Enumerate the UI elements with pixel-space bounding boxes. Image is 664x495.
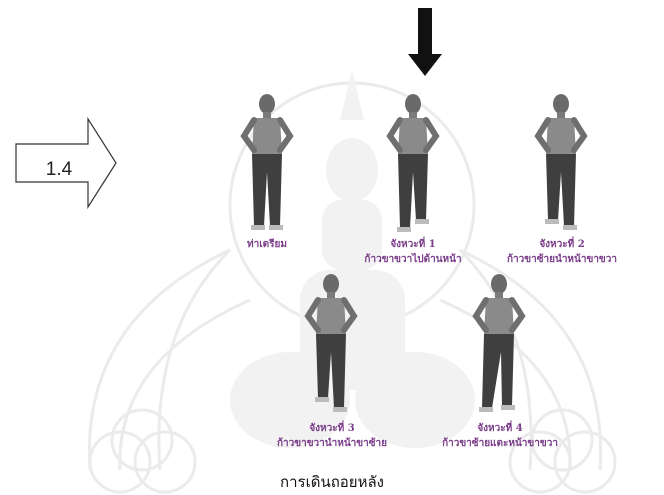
caption-step-3: จังหวะที่ 3 ก้าวขาขวานำหน้าขาซ้าย [274,421,390,451]
figure-step-4 [468,272,530,412]
standing-person-image [236,92,298,232]
caption-preparation: ท่าเตรียม [212,237,322,252]
page-title: การเดินถอยหลัง [0,470,664,494]
caption-step-1: จังหวะที่ 1 ก้าวขาขวาไปด้านหน้า [358,237,468,267]
caption-title: จังหวะที่ 1 [358,237,468,252]
caption-subtitle: ก้าวขาซ้ายนำหน้าขาขวา [504,252,620,267]
caption-subtitle: ก้าวขาขวาไปด้านหน้า [358,252,468,267]
pointer-label: 1.4 [24,150,94,190]
caption-title: จังหวะที่ 4 [440,421,560,436]
caption-subtitle: ก้าวขาซ้ายแตะหน้าขาขวา [440,436,560,451]
standing-person-image [530,92,592,232]
figure-step-1 [382,92,444,232]
figure-step-2 [530,92,592,232]
standing-person-image [300,272,362,412]
down-arrow-icon [408,8,442,78]
caption-title: ท่าเตรียม [212,237,322,252]
caption-step-4: จังหวะที่ 4 ก้าวขาซ้ายแตะหน้าขาขวา [440,421,560,451]
caption-step-2: จังหวะที่ 2 ก้าวขาซ้ายนำหน้าขาขวา [504,237,620,267]
figure-step-3 [300,272,362,412]
standing-person-image [382,92,444,232]
caption-subtitle: ก้าวขาขวานำหน้าขาซ้าย [274,436,390,451]
caption-title: จังหวะที่ 2 [504,237,620,252]
figure-preparation [236,92,298,232]
caption-title: จังหวะที่ 3 [274,421,390,436]
standing-person-image [468,272,530,412]
